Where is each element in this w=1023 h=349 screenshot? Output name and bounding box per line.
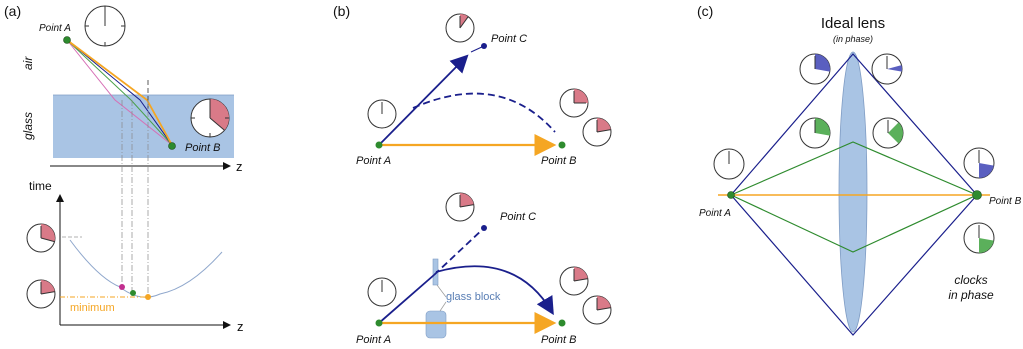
path-orange xyxy=(66,39,173,146)
z-axis-bottom-label: z xyxy=(237,319,244,334)
time-curve xyxy=(69,239,223,298)
panel-a: (a) air glass Point A Point B xyxy=(4,3,244,334)
point-a-dot xyxy=(375,141,383,149)
curve-point-pink xyxy=(119,284,125,290)
path-navy xyxy=(66,39,173,146)
point-b-dot xyxy=(558,319,566,327)
point-a-dot xyxy=(727,191,735,199)
clock-icon xyxy=(445,13,475,43)
clock-icon xyxy=(963,147,995,179)
lens-title: Ideal lens xyxy=(821,15,885,32)
curve-point-orange xyxy=(145,294,151,300)
clock-icon xyxy=(367,99,397,129)
point-b-label: Point B xyxy=(185,142,220,154)
clock-icon xyxy=(799,53,831,85)
panel-b-label: (b) xyxy=(333,3,350,19)
point-a-dot xyxy=(63,36,71,44)
point-a-dot xyxy=(375,319,383,327)
point-b-dot xyxy=(972,190,982,200)
time-axis-label: time xyxy=(29,179,52,193)
clock-icon xyxy=(872,117,904,149)
clocks-note-line1: clocks xyxy=(954,273,987,287)
panel-a-label: (a) xyxy=(4,3,21,19)
panel-b: (b) Point A Point B Point C xyxy=(333,3,612,346)
point-a-label: Point A xyxy=(356,334,391,346)
point-a-label: Point A xyxy=(699,208,731,219)
clock-icon xyxy=(190,98,230,138)
point-c-label: Point C xyxy=(500,211,536,223)
z-axis-top-label: z xyxy=(236,159,243,174)
clock-icon xyxy=(445,192,475,222)
path-pink xyxy=(66,39,173,146)
path-arc-bottom xyxy=(435,265,554,316)
point-b-label: Point B xyxy=(541,334,576,346)
path-green xyxy=(66,39,173,146)
point-b-label: Point B xyxy=(989,196,1022,207)
ideal-lens xyxy=(838,51,868,333)
glass-label: glass xyxy=(21,112,35,140)
clock-icon xyxy=(559,88,589,118)
glass-block-label: glass block xyxy=(446,291,501,303)
clock-icon xyxy=(84,5,126,47)
point-b-label: Point B xyxy=(541,155,576,167)
point-a-label: Point A xyxy=(39,23,71,34)
clock-icon xyxy=(26,223,56,253)
clock-icon xyxy=(713,148,745,180)
clock-icon xyxy=(367,277,397,307)
path-dashed-arc xyxy=(412,92,556,133)
path-to-c xyxy=(378,54,469,146)
panel-c: (c) Ideal lens (in phase) Point A Point … xyxy=(697,3,1022,336)
path-navy-seg xyxy=(378,274,435,324)
clock-icon xyxy=(963,222,995,254)
glass-block xyxy=(425,310,447,339)
clock-icon xyxy=(582,117,612,147)
point-b-dot xyxy=(168,142,176,150)
clock-icon xyxy=(799,117,831,149)
clock-icon xyxy=(582,295,612,325)
panel-c-label: (c) xyxy=(697,3,713,19)
lens-subtitle: (in phase) xyxy=(833,34,873,44)
clock-icon xyxy=(871,53,903,85)
minimum-label: minimum xyxy=(70,302,115,314)
point-c-label: Point C xyxy=(491,33,527,45)
clock-icon xyxy=(559,266,589,296)
point-b-dot xyxy=(558,141,566,149)
point-a-label: Point A xyxy=(356,155,391,167)
clock-icon xyxy=(26,279,56,309)
curve-point-green xyxy=(130,290,136,296)
air-label: air xyxy=(21,56,35,70)
clocks-note-line2: in phase xyxy=(948,288,994,302)
